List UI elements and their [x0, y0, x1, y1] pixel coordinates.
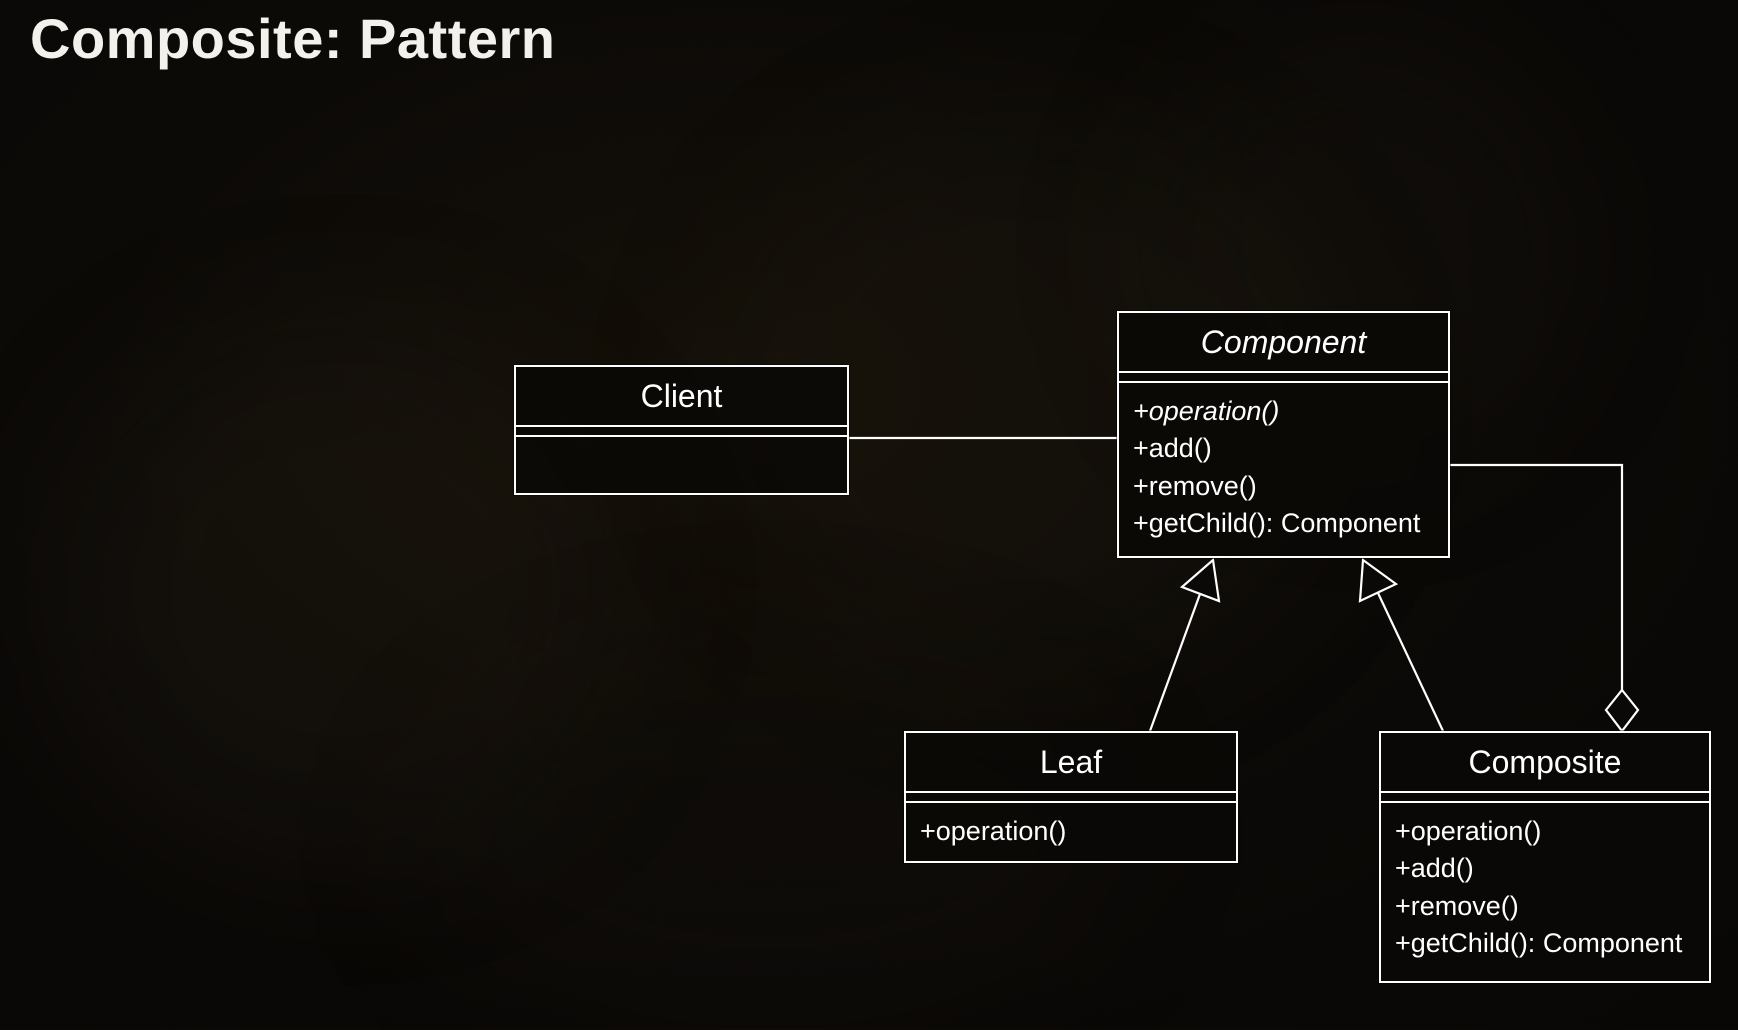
class-methods-compartment [516, 437, 847, 453]
class-method: +remove() [1133, 470, 1257, 501]
class-method: +add() [1133, 433, 1212, 464]
class-method: +operation() [1395, 816, 1542, 846]
generalization-line-composite-component [1377, 592, 1444, 732]
class-methods-compartment: +operation() [906, 803, 1236, 856]
aggregation-line-component-composite [1450, 463, 1624, 692]
class-attributes-compartment [516, 427, 847, 437]
class-name: Composite [1381, 733, 1709, 793]
class-attributes-compartment [1119, 373, 1448, 383]
uml-class-composite: Composite +operation() +add() +remove() … [1379, 731, 1711, 983]
generalization-arrowhead-composite-icon [1358, 557, 1399, 603]
generalization-line-leaf-component [1148, 593, 1202, 732]
class-method: +getChild(): Component [1133, 507, 1421, 538]
class-method: +operation() [920, 816, 1067, 846]
class-name: Client [516, 367, 847, 427]
class-methods-compartment: +operation() +add() +remove() +getChild(… [1119, 383, 1448, 548]
class-method: +getChild(): Component [1395, 927, 1683, 958]
class-name: Component [1119, 313, 1448, 373]
page-title: Composite: Pattern [30, 7, 556, 70]
class-method: +remove() [1395, 890, 1519, 921]
aggregation-diamond-icon [1604, 688, 1640, 733]
class-attributes-compartment [906, 793, 1236, 803]
uml-class-leaf: Leaf +operation() [904, 731, 1238, 863]
uml-class-client: Client [514, 365, 849, 495]
class-methods-compartment: +operation() +add() +remove() +getChild(… [1381, 803, 1709, 968]
class-attributes-compartment [1381, 793, 1709, 803]
class-method: +operation() [1133, 396, 1280, 426]
class-method: +add() [1395, 853, 1474, 884]
generalization-arrowhead-leaf-icon [1179, 557, 1221, 603]
class-name: Leaf [906, 733, 1236, 793]
uml-class-component: Component +operation() +add() +remove() … [1117, 311, 1450, 558]
